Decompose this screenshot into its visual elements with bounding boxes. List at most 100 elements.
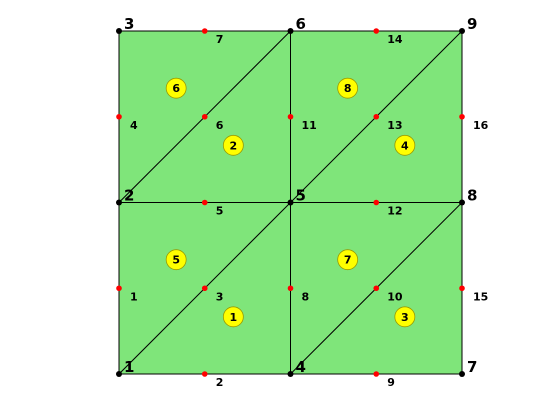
vertex-label: 2 <box>124 187 134 205</box>
edge-label: 9 <box>387 376 395 389</box>
edge-midpoint-dot <box>201 113 208 120</box>
vertex-4: 4 <box>287 358 306 377</box>
edge-label: 16 <box>473 119 489 132</box>
triangle-badge-circle <box>337 77 359 99</box>
edge-marker-14: 14 <box>373 28 403 46</box>
edge-marker-9: 9 <box>373 371 395 389</box>
edge-marker-3: 3 <box>201 285 224 303</box>
triangle-badge-circle <box>222 306 244 328</box>
edge-label: 13 <box>387 119 402 132</box>
edge-label: 4 <box>130 119 138 132</box>
edge-midpoint-dot <box>201 28 208 34</box>
triangle-badge-1: 1 <box>222 306 244 328</box>
vertex-8: 8 <box>459 187 477 206</box>
triangle-label: 4 <box>401 139 409 152</box>
edge-marker-7: 7 <box>201 28 224 46</box>
edge-label: 6 <box>216 119 224 132</box>
triangle-label: 1 <box>230 311 238 324</box>
edge-midpoint-dot <box>459 285 465 292</box>
edge-label: 8 <box>302 290 310 303</box>
edge-midpoint-dot <box>201 371 208 377</box>
edge-label: 1 <box>130 290 138 303</box>
edge-marker-6: 6 <box>201 113 224 132</box>
edge-marker-12: 12 <box>373 199 403 218</box>
triangle-badge-2: 2 <box>222 134 244 156</box>
triangle-badge-circle <box>394 134 416 156</box>
vertex-dot <box>116 28 122 34</box>
edge-marker-2: 2 <box>201 371 224 389</box>
edge-midpoint-dot <box>373 285 380 292</box>
triangle-label: 8 <box>344 82 352 95</box>
edge-midpoint-dot <box>116 285 122 292</box>
vertex-dot <box>459 199 465 206</box>
triangle-badge-5: 5 <box>165 249 187 271</box>
edge-marker-16: 16 <box>459 113 489 132</box>
vertex-dot <box>459 28 465 34</box>
edge-midpoint-dot <box>287 285 294 292</box>
triangle-badge-4: 4 <box>394 134 416 156</box>
vertex-label: 9 <box>467 15 477 33</box>
vertex-9: 9 <box>459 15 477 34</box>
vertex-label: 1 <box>124 358 134 376</box>
edge-label: 10 <box>387 290 403 303</box>
vertex-dot <box>116 199 122 206</box>
edge-marker-10: 10 <box>373 285 403 303</box>
triangle-badge-3: 3 <box>394 306 416 328</box>
edge-midpoint-dot <box>201 199 208 206</box>
edge-midpoint-dot <box>373 28 380 34</box>
triangle-badge-circle <box>337 249 359 271</box>
vertex-6: 6 <box>287 15 306 34</box>
triangle-label: 5 <box>172 254 180 267</box>
edge-midpoint-dot <box>116 113 122 120</box>
edge-midpoint-dot <box>459 113 465 120</box>
vertex-7: 7 <box>459 358 477 377</box>
edge-marker-15: 15 <box>459 285 488 303</box>
edge-midpoint-dot <box>201 285 208 292</box>
vertex-label: 4 <box>296 358 306 376</box>
triangle-badge-8: 8 <box>337 77 359 99</box>
vertex-2: 2 <box>116 187 134 206</box>
vertex-label: 6 <box>296 15 306 33</box>
edge-label: 5 <box>216 205 224 218</box>
edge-marker-13: 13 <box>373 113 403 132</box>
edge-midpoint-dot <box>287 113 294 120</box>
triangle-label: 2 <box>230 139 238 152</box>
vertex-dot <box>287 199 294 206</box>
vertex-label: 8 <box>467 187 477 205</box>
edge-marker-4: 4 <box>116 113 138 132</box>
vertex-label: 7 <box>467 358 477 376</box>
vertex-label: 5 <box>296 187 306 205</box>
vertex-5: 5 <box>287 187 306 206</box>
triangle-badge-circle <box>165 77 187 99</box>
triangle-badge-6: 6 <box>165 77 187 99</box>
edge-label: 2 <box>216 376 224 389</box>
triangle-badge-circle <box>222 134 244 156</box>
triangle-badge-circle <box>165 249 187 271</box>
edge-marker-11: 11 <box>287 113 317 132</box>
edge-midpoint-dot <box>373 113 380 120</box>
triangle-badge-7: 7 <box>337 249 359 271</box>
edge-label: 15 <box>473 290 488 303</box>
vertex-1: 1 <box>116 358 134 377</box>
vertex-dot <box>287 371 294 377</box>
edge-midpoint-dot <box>373 371 380 377</box>
vertex-dot <box>116 371 122 377</box>
edge-midpoint-dot <box>373 199 380 206</box>
edge-label: 3 <box>216 290 224 303</box>
edge-marker-5: 5 <box>201 199 224 218</box>
triangle-label: 7 <box>344 254 352 267</box>
edge-label: 11 <box>302 119 317 132</box>
triangle-label: 6 <box>172 82 180 95</box>
edge-marker-1: 1 <box>116 285 138 303</box>
edge-marker-8: 8 <box>287 285 310 303</box>
triangle-badge-circle <box>394 306 416 328</box>
edge-label: 12 <box>387 205 402 218</box>
edge-label: 7 <box>216 33 224 46</box>
triangle-label: 3 <box>401 311 409 324</box>
vertex-3: 3 <box>116 15 134 34</box>
vertex-dot <box>459 371 465 377</box>
